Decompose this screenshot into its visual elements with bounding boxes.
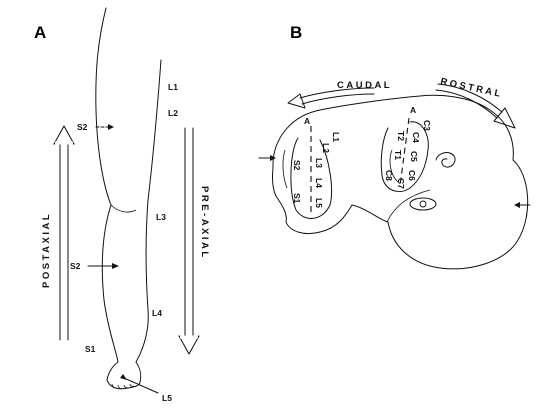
leg-label-l4: L4 bbox=[152, 308, 162, 318]
upper-limb-label-c3: C3 bbox=[422, 120, 432, 131]
s2-upper-pointer bbox=[95, 124, 114, 130]
leg-label-l3: L3 bbox=[156, 212, 166, 222]
embryo-illustration bbox=[271, 94, 529, 270]
lower-limb-label-l5: L5 bbox=[314, 198, 324, 208]
right-side-arrow bbox=[514, 202, 531, 208]
l5-pointer bbox=[120, 374, 159, 394]
lower-limb-label-l3: L3 bbox=[314, 158, 324, 168]
leg-label-l1: L1 bbox=[168, 82, 178, 92]
lower-limb-label-l1: L1 bbox=[331, 132, 341, 142]
left-side-arrow bbox=[258, 155, 276, 161]
upper-limb-label-c7: C7 bbox=[396, 178, 406, 189]
preaxial-label: PRE-AXIAL bbox=[199, 186, 210, 260]
upper-limb-label-c6: C6 bbox=[407, 170, 417, 181]
panel-label-b: B bbox=[290, 23, 302, 42]
caudal-arrow bbox=[287, 87, 375, 109]
leg-illustration bbox=[95, 7, 162, 390]
leg-label-l2: L2 bbox=[168, 108, 178, 118]
leg-label-s2-lower: S2 bbox=[70, 261, 81, 271]
upper-limb-label-t1: T1 bbox=[393, 150, 403, 160]
rostral-arrow bbox=[435, 83, 516, 129]
upper-limb-label-a: A bbox=[410, 105, 416, 115]
panel-label-a: A bbox=[34, 23, 46, 42]
upper-limb-label-t2: T2 bbox=[396, 131, 406, 141]
postaxial-arrow bbox=[53, 125, 75, 341]
leg-label-s1: S1 bbox=[85, 344, 96, 354]
upper-limb-label-c5: C5 bbox=[409, 151, 419, 162]
postaxial-label: POSTAXIAL bbox=[41, 212, 52, 288]
lower-limb-label-s2: S2 bbox=[292, 160, 302, 171]
leg-label-s2-upper: S2 bbox=[77, 122, 88, 132]
upper-limb-axial-line bbox=[399, 117, 410, 187]
lower-limb-label-l2: L2 bbox=[321, 143, 331, 153]
lower-limb-label-a: A bbox=[304, 116, 310, 126]
upper-limb-label-c8: C8 bbox=[384, 170, 394, 181]
caudal-label: CAUDAL bbox=[337, 80, 392, 91]
preaxial-arrow bbox=[178, 127, 200, 355]
lower-limb-label-s1: S1 bbox=[292, 193, 302, 204]
leg-label-l5: L5 bbox=[162, 393, 172, 403]
upper-limb-label-c4: C4 bbox=[411, 132, 421, 143]
s2-lower-pointer bbox=[87, 263, 119, 269]
lower-limb-label-l4: L4 bbox=[314, 178, 324, 188]
